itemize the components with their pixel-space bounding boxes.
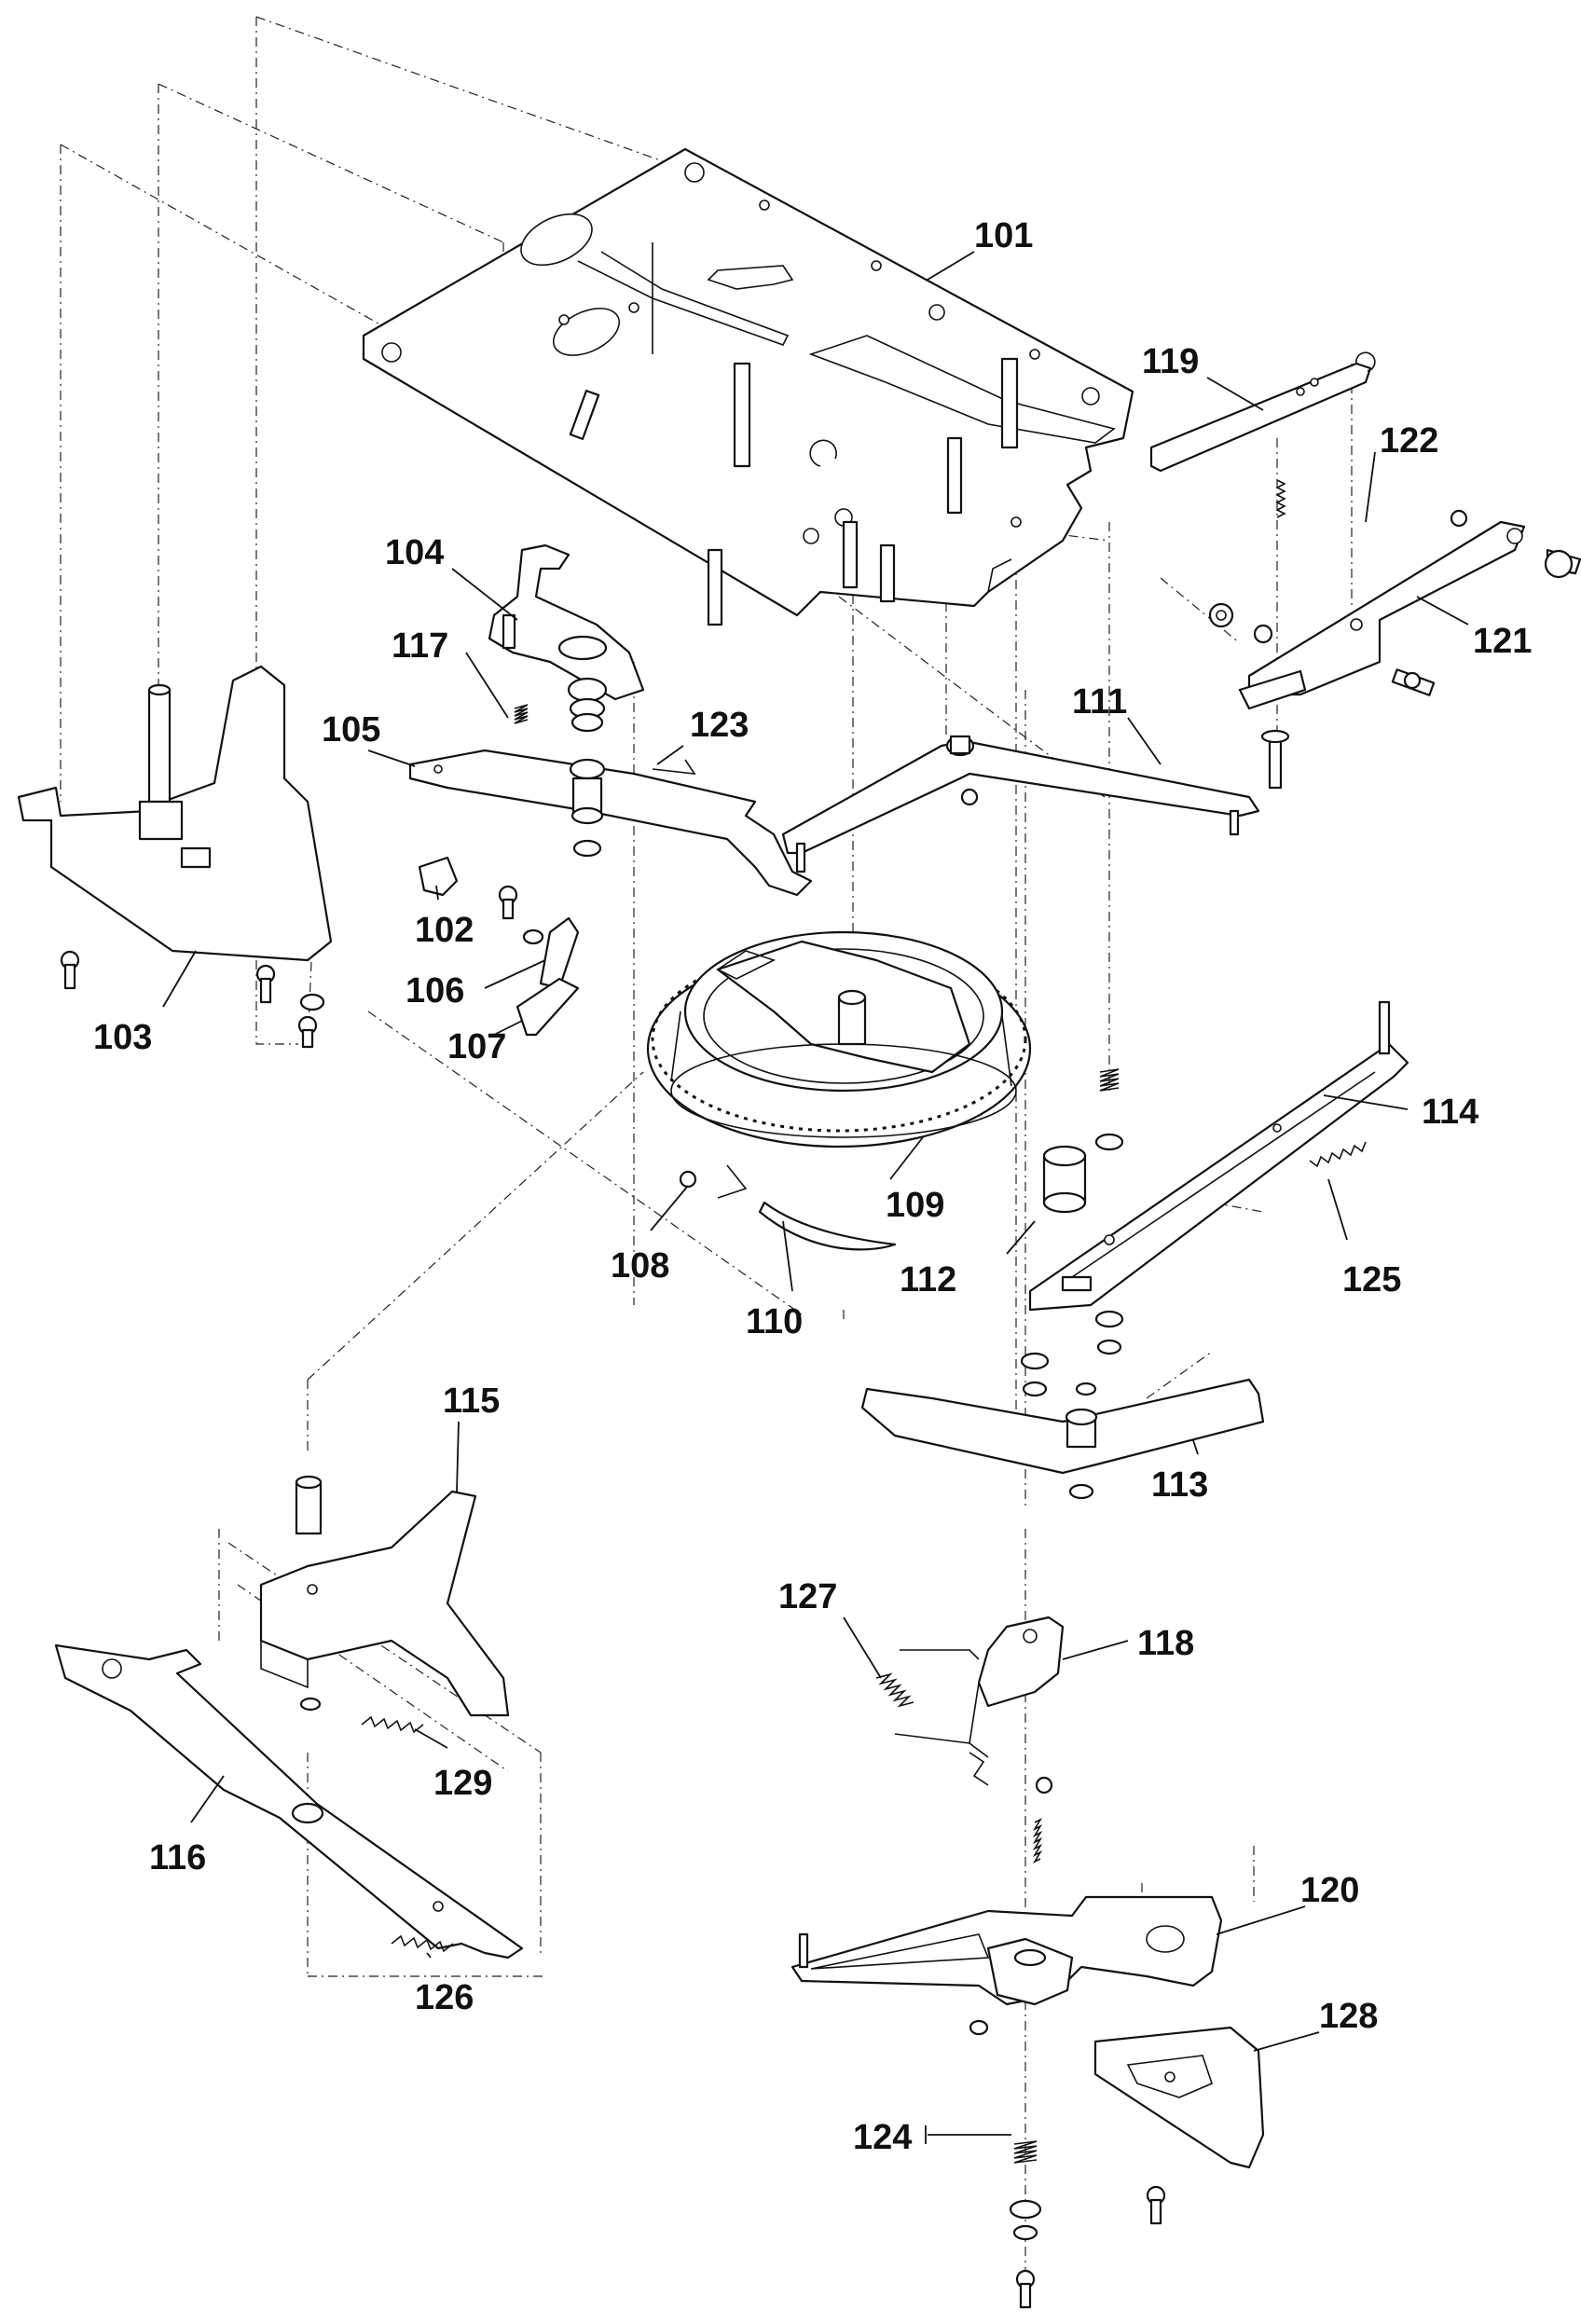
label-125: 125 [1342, 1260, 1401, 1300]
label-116: 116 [149, 1838, 206, 1877]
label-128: 128 [1319, 1997, 1378, 2036]
part-109-gear-drum [646, 930, 1032, 1148]
washers-mid [1020, 1310, 1124, 1397]
label-123: 123 [690, 706, 749, 745]
label-127: 127 [778, 1577, 837, 1616]
part-125-spring [1309, 1141, 1367, 1168]
label-103: 103 [93, 1018, 152, 1057]
label-118: 118 [1137, 1624, 1194, 1663]
part-120-assembly [790, 1776, 1223, 2036]
part-122-spring [1275, 479, 1286, 518]
chassis-pins [707, 357, 1019, 626]
label-109: 109 [886, 1186, 944, 1225]
part-117-spring [514, 677, 608, 733]
label-106: 106 [406, 971, 464, 1011]
part-110-spring-blade [758, 1201, 897, 1251]
part-127-spring [875, 1649, 980, 1744]
leader-lines [162, 251, 1469, 2144]
part-114-lever [1028, 1000, 1409, 1312]
label-119: 119 [1142, 342, 1199, 381]
part-106-clip [522, 916, 580, 990]
spring-upper-right [1094, 1068, 1124, 1151]
label-110: 110 [746, 1302, 803, 1341]
label-105: 105 [322, 710, 380, 749]
part-121-lever [1208, 509, 1581, 790]
label-112: 112 [900, 1260, 956, 1300]
part-129-spring [361, 1715, 424, 1734]
label-104: 104 [385, 533, 444, 572]
label-121: 121 [1473, 622, 1532, 661]
part-108-clip [679, 1164, 748, 1199]
part-104-bracket [488, 543, 645, 701]
label-120: 120 [1300, 1871, 1359, 1910]
label-122: 122 [1380, 421, 1438, 461]
label-101: 101 [974, 216, 1033, 255]
part-111-lever [781, 735, 1260, 873]
part-123-wire [652, 759, 696, 775]
part-118-bracket [969, 1616, 1065, 1786]
part-115-bracket [259, 1475, 510, 1717]
label-107: 107 [447, 1027, 506, 1066]
label-102: 102 [415, 911, 474, 950]
part-128-plate [1093, 2026, 1265, 2225]
part-113-lever [860, 1378, 1265, 1500]
label-113: 113 [1151, 1465, 1208, 1505]
part-112-bushing [1042, 1145, 1087, 1214]
part-119-strip [1149, 351, 1376, 473]
label-124: 124 [853, 2118, 912, 2157]
part-126-spring [391, 1934, 454, 1953]
part-107-clip [516, 977, 580, 1037]
part-labels: 101 102 103 104 105 106 107 108 109 110 … [93, 216, 1532, 2157]
label-108: 108 [611, 1246, 669, 1286]
label-115: 115 [443, 1382, 500, 1421]
part-103-bracket [17, 665, 333, 1049]
part-102-clip [418, 856, 518, 920]
label-117: 117 [392, 626, 448, 666]
part-116-plate [54, 1643, 524, 1960]
label-129: 129 [433, 1764, 492, 1803]
label-126: 126 [415, 1978, 474, 2017]
label-114: 114 [1422, 1093, 1478, 1132]
part-105-lever [408, 749, 813, 897]
part-124-spring [1009, 2140, 1042, 2309]
label-111: 111 [1072, 682, 1127, 722]
